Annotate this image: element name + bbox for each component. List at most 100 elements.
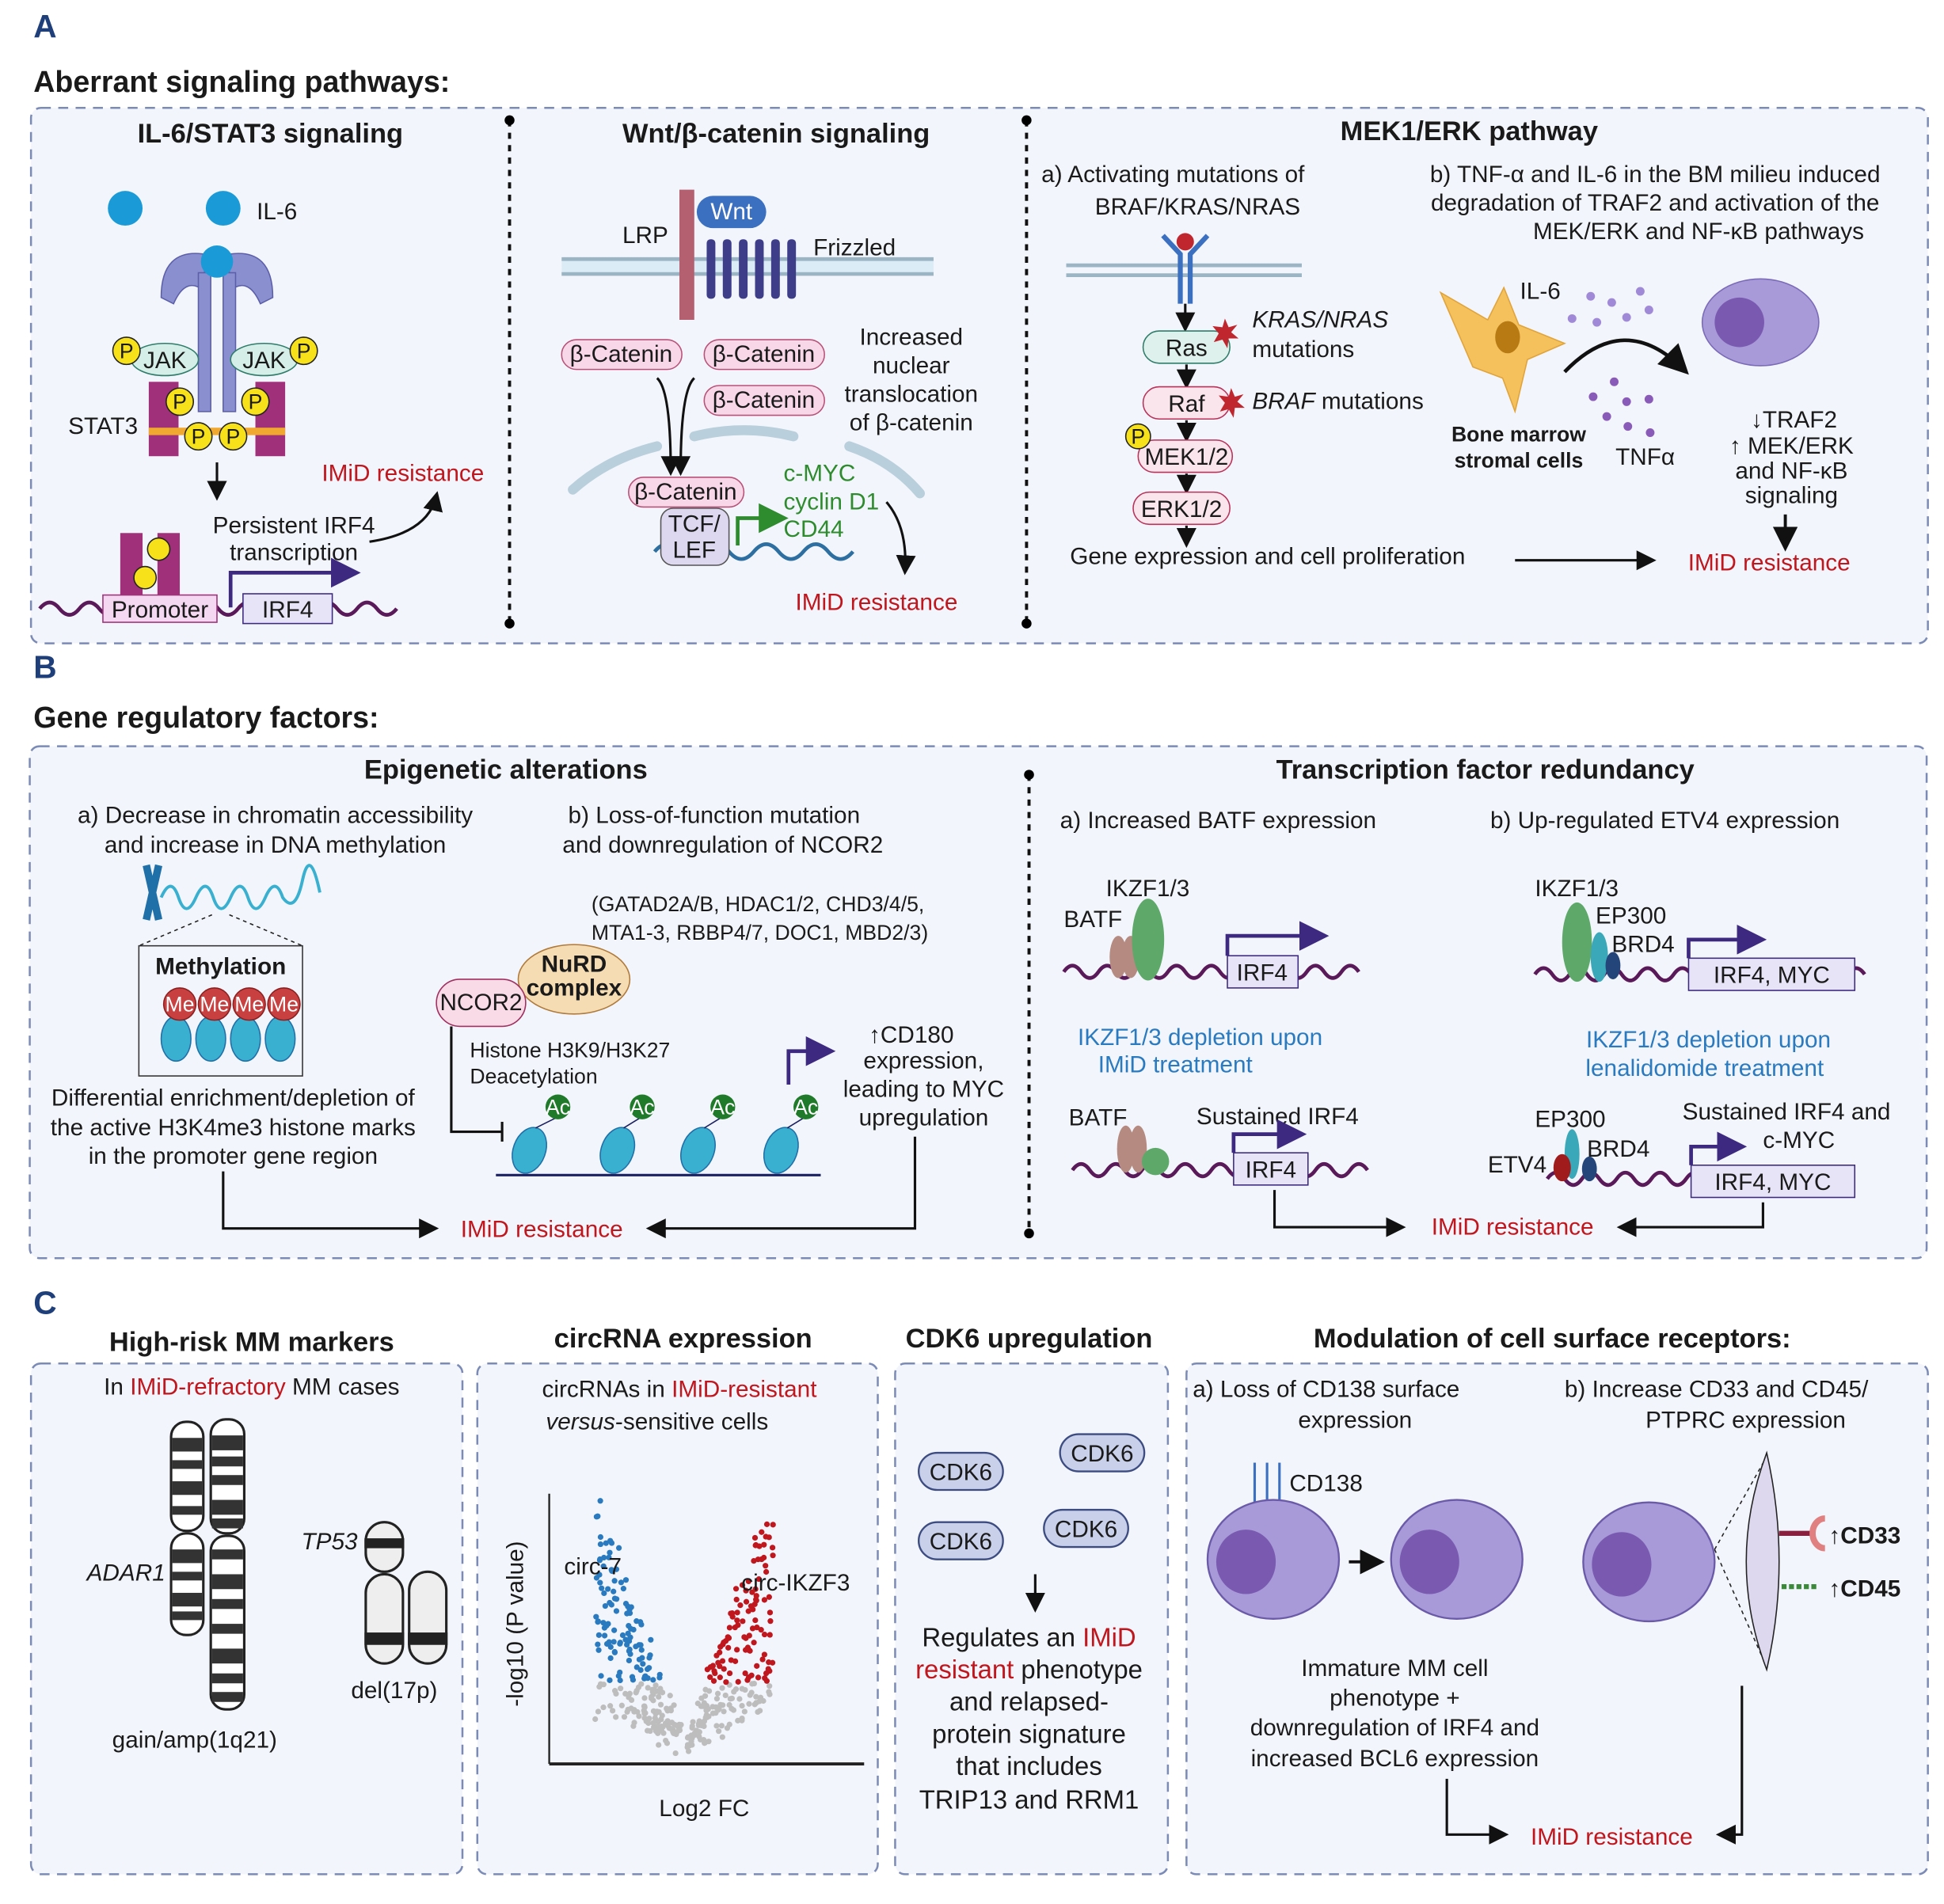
wnt-icon [696, 196, 767, 229]
nucleus-envelope-icon [568, 425, 926, 499]
volcano-point [611, 1627, 618, 1633]
volcano-point [719, 1685, 725, 1691]
volcano-point [734, 1617, 740, 1624]
volcano-point [696, 1718, 702, 1724]
volcano-point [694, 1701, 701, 1707]
il6-ligand-icon [205, 191, 241, 226]
epi-a-text: and increase in DNA methylation [105, 832, 446, 858]
volcano-point [755, 1674, 762, 1681]
wnt-title: Wnt/β-catenin signaling [622, 119, 930, 149]
volcano-point [593, 1613, 599, 1620]
volcano-point [641, 1715, 648, 1721]
il6-label: IL-6 [1520, 278, 1561, 304]
volcano-point [715, 1659, 721, 1666]
transcription-arrow-icon [1231, 1119, 1307, 1153]
volcano-point [690, 1719, 696, 1725]
chromosome-band [211, 1499, 243, 1515]
volcano-point [638, 1647, 645, 1653]
volcano-point [657, 1701, 664, 1708]
volcano-point [596, 1557, 603, 1564]
nurd-members-label: (GATAD2A/B, HDAC1/2, CHD3/4/5, [592, 892, 924, 916]
volcano-point [735, 1678, 741, 1685]
volcano-point [620, 1586, 626, 1592]
volcano-point [763, 1678, 770, 1684]
volcano-point [744, 1644, 751, 1651]
transcription-arrow-icon [1687, 925, 1767, 959]
volcano-point [613, 1608, 620, 1614]
divider [1021, 115, 1032, 629]
tcf-lef-label: LEF [673, 538, 717, 564]
arrow-icon [645, 1136, 917, 1239]
volcano-point [650, 1677, 656, 1683]
mutation-starburst-icon [1212, 318, 1245, 418]
volcano-point [626, 1606, 633, 1613]
jak-label: JAK [242, 348, 286, 374]
chromosome-band [172, 1592, 203, 1607]
volcano-point [668, 1720, 675, 1726]
volcano-point [626, 1694, 632, 1701]
sustained-label: c-MYC [1763, 1127, 1835, 1153]
circrna-subtitle: circRNAs in IMiD-resistant [542, 1377, 818, 1403]
volcano-point [595, 1632, 602, 1638]
volcano-point [725, 1644, 732, 1651]
volcano-point [767, 1609, 774, 1616]
wnt-label: Wnt [710, 199, 753, 225]
volcano-point [608, 1602, 614, 1608]
volcano-point [605, 1621, 611, 1627]
brd4-icon [1581, 1156, 1597, 1182]
cytokine-dots-icon [1588, 377, 1655, 437]
cd45-label: ↑CD45 [1828, 1576, 1900, 1602]
effects-label: and NF-κB [1735, 458, 1847, 484]
chromosome-coil-icon [143, 864, 321, 921]
imid-resistance-label: IMiD resistance [1531, 1824, 1693, 1850]
volcano-point [747, 1692, 753, 1698]
persistent-irf4-label: Persistent IRF4 [213, 512, 375, 538]
volcano-point [668, 1708, 674, 1714]
volcano-point [631, 1720, 637, 1726]
volcano-point [713, 1652, 720, 1659]
nucleosome-icon [160, 1016, 296, 1062]
volcano-point [761, 1597, 768, 1603]
volcano-point [763, 1568, 770, 1575]
circ-7-label: circ-7 [564, 1553, 622, 1579]
nurd-label: complex [527, 975, 622, 1001]
il6-label: IL-6 [257, 199, 297, 225]
volcano-point [645, 1727, 651, 1734]
volcano-point [611, 1648, 618, 1655]
volcano-point [691, 1730, 698, 1736]
myeloma-cell-icon [1390, 1499, 1524, 1621]
cd180-label: upregulation [859, 1105, 989, 1131]
volcano-point [611, 1639, 617, 1645]
del17p-label: del(17p) [351, 1678, 437, 1704]
ikzf-icon [1562, 902, 1592, 982]
volcano-point [597, 1579, 603, 1586]
zoom-lines [139, 914, 303, 947]
gain-1q21-label: gain/amp(1q21) [112, 1727, 277, 1754]
cdk6-label: CDK6 [930, 1459, 992, 1485]
volcano-point [603, 1540, 609, 1546]
chromosome-band [211, 1435, 243, 1450]
stat3-label: STAT3 [68, 413, 138, 439]
volcano-point [735, 1717, 741, 1723]
lrp-icon [679, 189, 694, 320]
volcano-point [745, 1674, 752, 1681]
x-axis-label: Log2 FC [659, 1796, 749, 1822]
volcano-point [652, 1682, 659, 1689]
membrane-zoom-icon [1745, 1450, 1780, 1672]
epigenetic-title: Epigenetic alterations [364, 754, 648, 785]
chromosome-band [211, 1574, 243, 1590]
volcano-point [592, 1716, 599, 1723]
volcano-point [667, 1693, 673, 1699]
volcano-point [721, 1666, 727, 1672]
transcription-arrow-icon [228, 557, 361, 608]
volcano-point [766, 1534, 772, 1541]
chromosome-band [211, 1692, 243, 1702]
volcano-point [607, 1655, 614, 1662]
divider [1024, 770, 1034, 1239]
volcano-point [611, 1588, 617, 1594]
volcano-point [718, 1723, 725, 1729]
volcano-point [622, 1636, 629, 1643]
volcano-point [704, 1666, 710, 1673]
volcano-point [733, 1596, 740, 1603]
mek-erk-panel: MEK1/ERK pathway a) Activating mutations… [1041, 116, 1880, 576]
